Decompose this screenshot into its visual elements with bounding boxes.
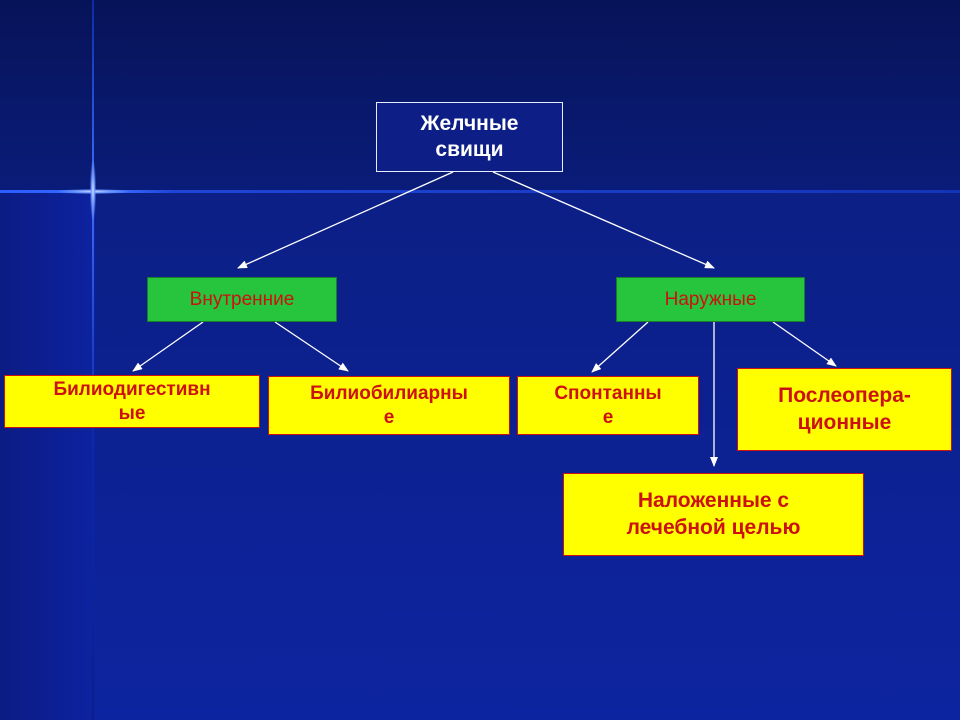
node-spontaneous: Спонтанны е xyxy=(517,376,699,435)
arrow-root-to-internal xyxy=(237,171,454,269)
node-biliobiliary: Билиобилиарны е xyxy=(268,376,510,435)
root-node-label: Желчные свищи xyxy=(420,111,519,161)
background-left-band xyxy=(0,193,95,720)
arrow-root-to-external xyxy=(492,171,715,269)
node-postoperative-label: Послеопера- ционные xyxy=(778,384,911,434)
arrow-external-to-spontaneous xyxy=(591,321,649,373)
node-postoperative: Послеопера- ционные xyxy=(737,368,952,451)
node-biliobiliary-label: Билиобилиарны е xyxy=(310,382,468,428)
arrow-external-to-postoperative xyxy=(772,321,837,367)
node-internal-label: Внутренние xyxy=(189,288,295,310)
node-external-label: Наружные xyxy=(664,288,757,310)
node-therapeutic: Наложенные с лечебной целью xyxy=(563,473,864,556)
node-internal: Внутренние xyxy=(147,277,337,322)
node-spontaneous-label: Спонтанны е xyxy=(554,382,662,428)
node-biliodigestive: Билиодигестивн ые xyxy=(4,375,260,428)
root-node: Желчные свищи xyxy=(376,102,563,172)
decorative-glow-vertical xyxy=(90,160,96,220)
arrow-internal-to-biliobiliary xyxy=(274,321,349,372)
node-external: Наружные xyxy=(616,277,805,322)
decorative-horizontal-line xyxy=(0,190,960,193)
decorative-vertical-line xyxy=(92,0,94,720)
arrow-internal-to-biliodigestive xyxy=(132,321,204,372)
node-biliodigestive-label: Билиодигестивн ые xyxy=(53,379,211,424)
node-therapeutic-label: Наложенные с лечебной целью xyxy=(626,489,801,539)
